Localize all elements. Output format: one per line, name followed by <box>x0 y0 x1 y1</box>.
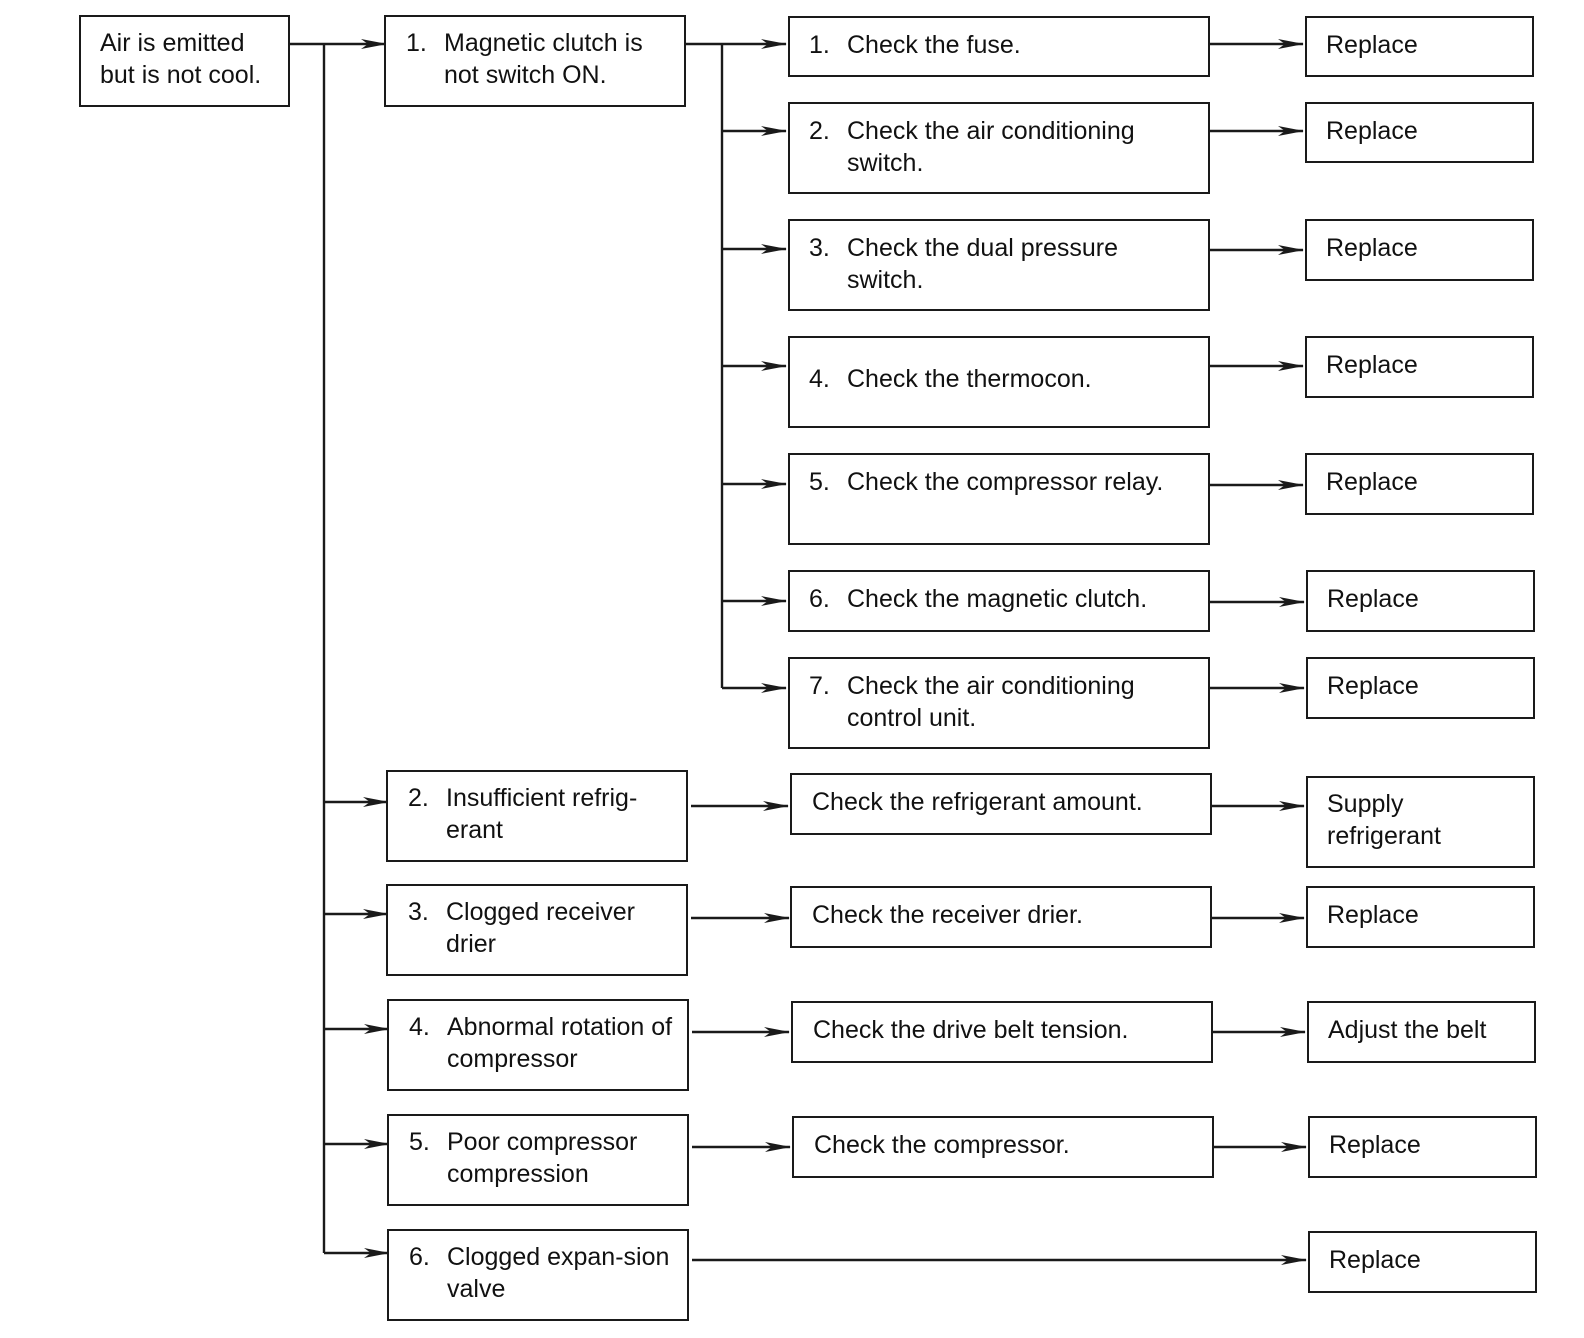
check-text: Check the refrigerant amount. <box>812 788 1143 816</box>
root-box: Air is emitted but is not cool. <box>79 15 290 107</box>
clutch-action-box-6: Replace <box>1306 570 1535 632</box>
check-text: Check the compressor. <box>814 1131 1070 1159</box>
check-box-compressor: Check the compressor. <box>792 1116 1214 1178</box>
check-text: Check the fuse. <box>847 31 1021 59</box>
action-box-refrigerant: Supply refrigerant <box>1306 776 1535 868</box>
action-text: Replace <box>1326 117 1418 145</box>
check-number: 1. <box>809 31 830 59</box>
action-text: Replace <box>1326 31 1418 59</box>
check-text: Check the magnetic clutch. <box>847 585 1148 613</box>
clutch-check-box-4: 4. Check the thermocon. <box>788 336 1210 428</box>
cause-box-3: 3. Clogged receiver drier <box>386 884 688 976</box>
cause-number: 2. <box>408 784 429 812</box>
cause-box-2: 2. Insufficient refrig-erant <box>386 770 688 862</box>
clutch-action-box-2: Replace <box>1305 102 1534 163</box>
action-text: Replace <box>1326 234 1418 262</box>
clutch-action-box-3: Replace <box>1305 219 1534 281</box>
clutch-check-box-6: 6. Check the magnetic clutch. <box>788 570 1210 632</box>
cause-text: Poor compressor compression <box>447 1128 638 1188</box>
clutch-check-box-2: 2. Check the air conditioning switch. <box>788 102 1210 194</box>
action-text: Replace <box>1327 672 1419 700</box>
check-box-refrigerant: Check the refrigerant amount. <box>790 773 1212 835</box>
cause-number: 6. <box>409 1243 430 1271</box>
cause-number: 4. <box>409 1013 430 1041</box>
check-number: 7. <box>809 672 830 700</box>
check-box-drive-belt: Check the drive belt tension. <box>791 1001 1213 1063</box>
action-text: Replace <box>1327 585 1419 613</box>
check-number: 3. <box>809 234 830 262</box>
action-text: Replace <box>1327 901 1419 929</box>
cause-box-6: 6. Clogged expan-sion valve <box>387 1229 689 1321</box>
action-box-expansion-valve: Replace <box>1308 1231 1537 1293</box>
action-box-compressor: Replace <box>1308 1116 1537 1178</box>
clutch-action-box-7: Replace <box>1306 657 1535 719</box>
cause-text: Insufficient refrig-erant <box>446 784 638 844</box>
clutch-action-box-1: Replace <box>1305 16 1534 77</box>
action-text: Replace <box>1329 1246 1421 1274</box>
cause-number: 1. <box>406 29 427 57</box>
check-text: Check the dual pressure switch. <box>847 234 1118 294</box>
check-number: 4. <box>809 365 830 393</box>
check-text: Check the compressor relay. <box>847 468 1164 496</box>
action-text: Replace <box>1326 468 1418 496</box>
cause-number: 5. <box>409 1128 430 1156</box>
clutch-check-box-5: 5. Check the compressor relay. <box>788 453 1210 545</box>
action-box-drive-belt: Adjust the belt <box>1307 1001 1536 1063</box>
cause-text: Magnetic clutch is not switch ON. <box>444 29 643 89</box>
check-number: 2. <box>809 117 830 145</box>
check-box-receiver-drier: Check the receiver drier. <box>790 886 1212 948</box>
cause-number: 3. <box>408 898 429 926</box>
cause-text: Clogged receiver drier <box>446 898 635 958</box>
cause-box-4: 4. Abnormal rotation of compressor <box>387 999 689 1091</box>
action-box-receiver-drier: Replace <box>1306 886 1535 948</box>
root-text: Air is emitted but is not cool. <box>100 29 262 89</box>
clutch-action-box-5: Replace <box>1305 453 1534 515</box>
clutch-check-box-3: 3. Check the dual pressure switch. <box>788 219 1210 311</box>
check-text: Check the thermocon. <box>847 365 1092 393</box>
action-text: Replace <box>1326 351 1418 379</box>
check-number: 6. <box>809 585 830 613</box>
clutch-check-box-7: 7. Check the air conditioning control un… <box>788 657 1210 749</box>
check-number: 5. <box>809 468 830 496</box>
clutch-check-box-1: 1. Check the fuse. <box>788 16 1210 77</box>
cause-box-1: 1. Magnetic clutch is not switch ON. <box>384 15 686 107</box>
clutch-action-box-4: Replace <box>1305 336 1534 398</box>
action-text: Replace <box>1329 1131 1421 1159</box>
check-text: Check the air conditioning control unit. <box>847 672 1135 732</box>
action-text: Supply refrigerant <box>1327 790 1441 850</box>
cause-text: Abnormal rotation of compressor <box>447 1013 673 1073</box>
cause-text: Clogged expan-sion valve <box>447 1243 670 1303</box>
check-text: Check the air conditioning switch. <box>847 117 1135 177</box>
action-text: Adjust the belt <box>1328 1016 1487 1044</box>
check-text: Check the receiver drier. <box>812 901 1083 929</box>
cause-box-5: 5. Poor compressor compression <box>387 1114 689 1206</box>
check-text: Check the drive belt tension. <box>813 1016 1129 1044</box>
